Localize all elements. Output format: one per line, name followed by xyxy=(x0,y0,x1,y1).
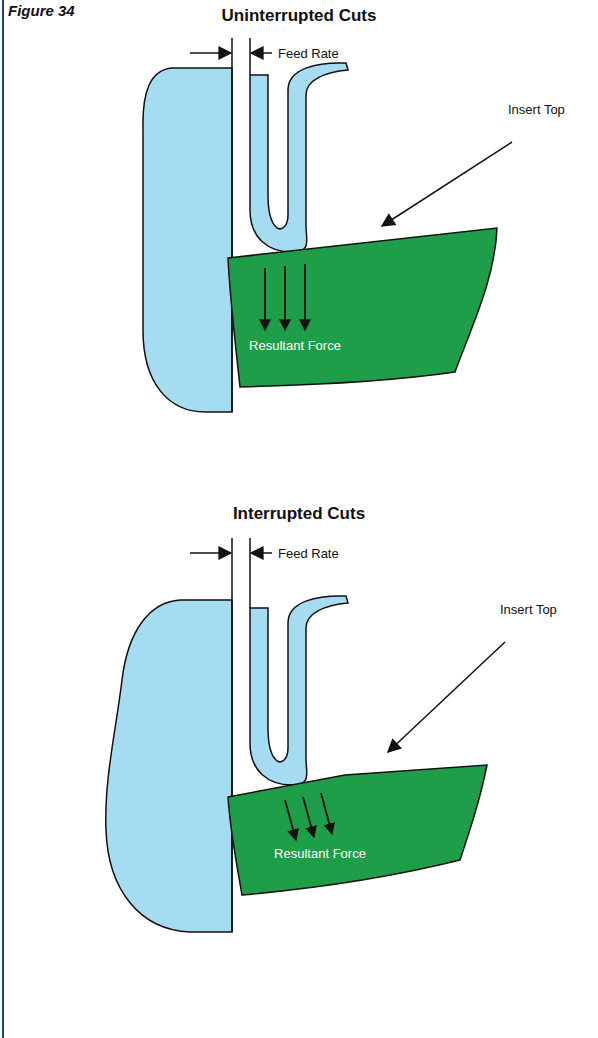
insert-shape xyxy=(228,228,497,387)
feed-line xyxy=(231,538,233,932)
part-label: Insert Top xyxy=(508,102,568,117)
workpiece xyxy=(106,600,232,932)
figure-number: Figure 34 xyxy=(8,2,128,20)
force-arrow xyxy=(264,268,266,330)
force-arrow xyxy=(304,264,306,330)
section-title: Interrupted Cuts xyxy=(0,504,598,524)
force-label: Resultant Force xyxy=(270,846,370,861)
part-label: Insert Top xyxy=(500,602,560,617)
feed-line xyxy=(249,38,251,75)
force-arrow xyxy=(285,800,296,840)
force-arrow xyxy=(284,266,286,330)
frame-line xyxy=(2,0,4,1038)
feed-line xyxy=(231,38,233,412)
feed-arrow xyxy=(251,552,272,554)
feed-arrow xyxy=(190,52,231,54)
leader-arrow xyxy=(388,642,505,752)
feed-arrow xyxy=(190,552,231,554)
insert-shape xyxy=(228,765,487,895)
chip xyxy=(250,63,348,252)
insert-outline xyxy=(220,755,492,900)
leader-arrow xyxy=(382,142,512,226)
cutting-insert: Resultant Force xyxy=(220,755,492,900)
feed-line xyxy=(249,538,251,608)
chip xyxy=(250,596,348,785)
dimension-label: Feed Rate xyxy=(278,46,358,61)
force-arrow xyxy=(303,797,314,837)
dimension-label: Feed Rate xyxy=(278,546,358,561)
force-label: Resultant Force xyxy=(245,338,345,353)
feed-arrow xyxy=(251,52,272,54)
workpiece xyxy=(143,68,232,412)
force-arrow xyxy=(321,793,332,834)
insert-outline xyxy=(220,220,505,392)
section-title: Uninterrupted Cuts xyxy=(0,6,598,26)
cutting-insert: Resultant Force xyxy=(220,220,505,392)
